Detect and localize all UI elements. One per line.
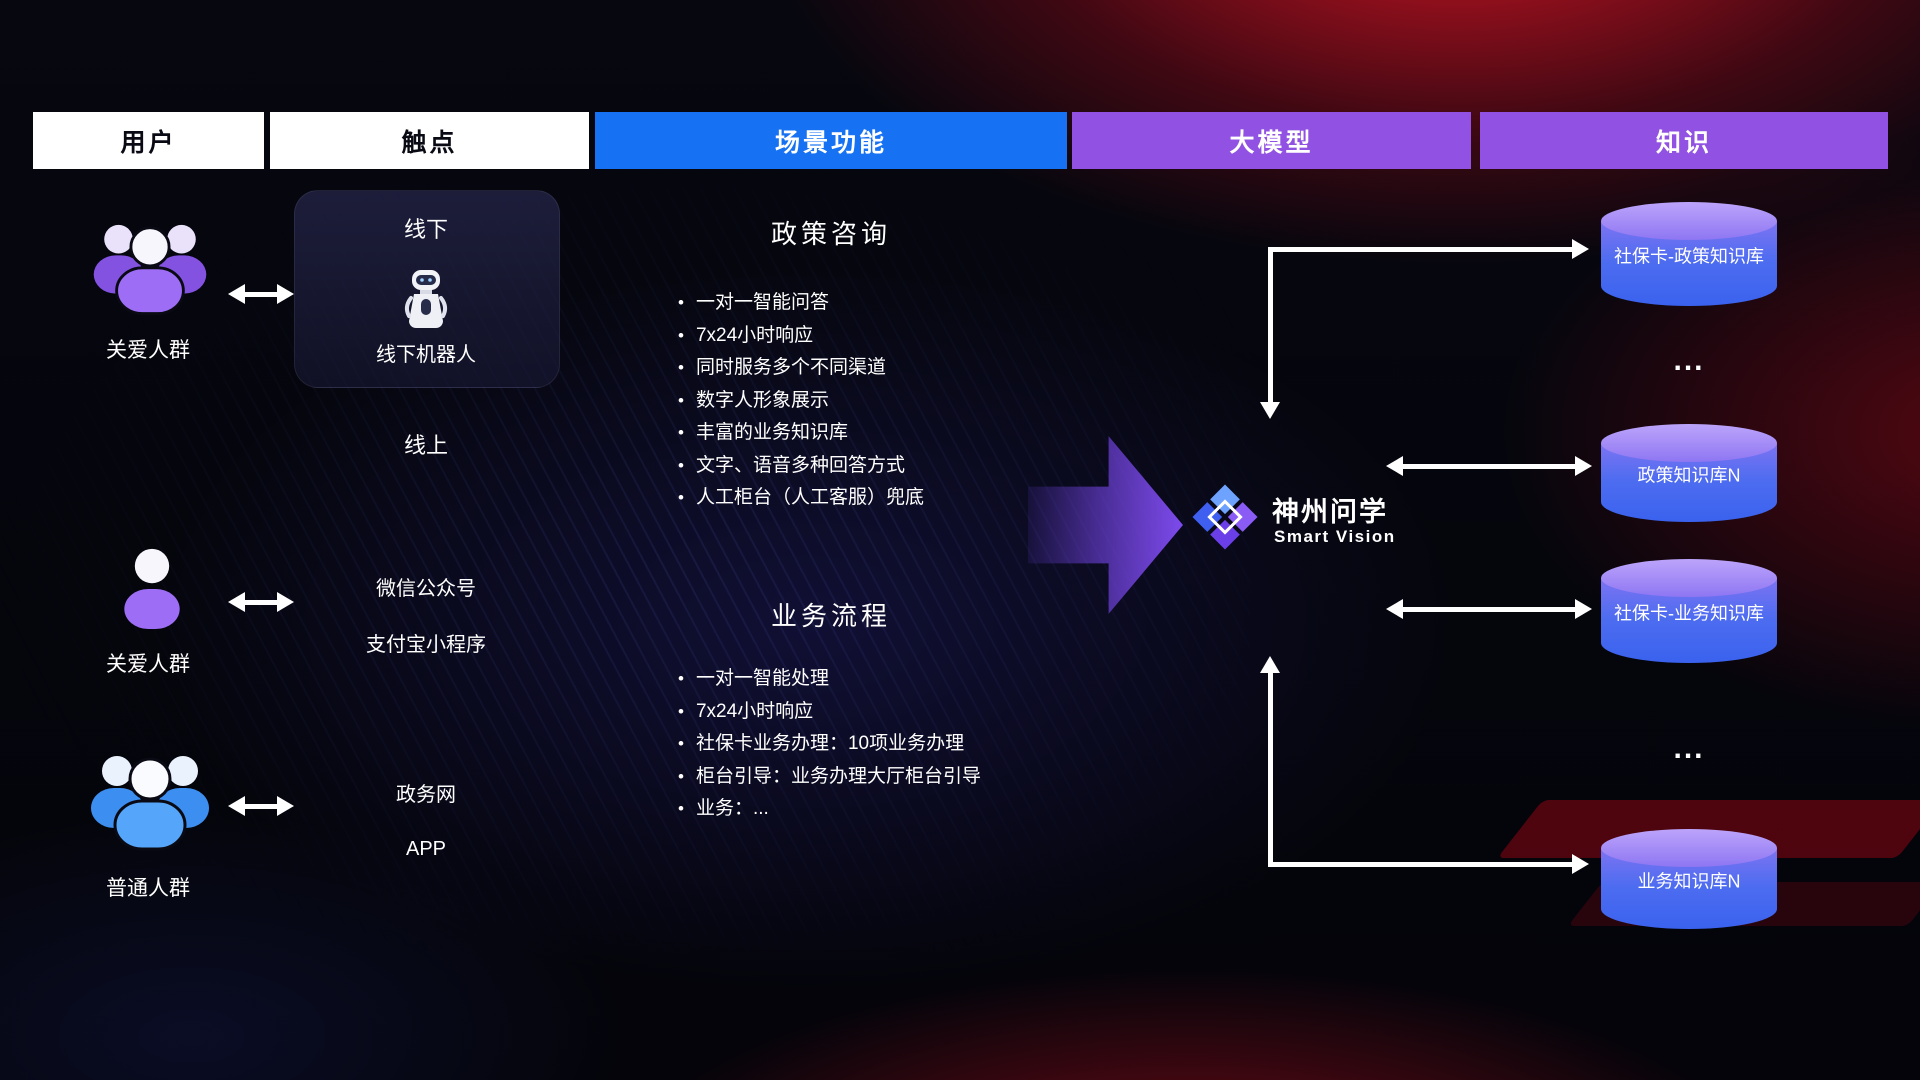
model-subtitle: Smart Vision <box>1274 527 1396 546</box>
robot-icon <box>400 268 452 337</box>
scenario-policy-title: 政策咨询 <box>770 219 891 249</box>
database-cylinder: 社保卡-业务知识库 <box>1601 559 1777 663</box>
user-group2-label: 普通人群 <box>106 877 190 900</box>
connector-line <box>1268 247 1273 402</box>
feature-item: 7x24小时响应 <box>678 325 1098 347</box>
database-cylinder: 业务知识库N <box>1601 829 1777 929</box>
feature-item: 一对一智能问答 <box>678 292 1098 314</box>
column-header-touchpoint: 触点 <box>270 112 589 169</box>
arrowhead-down-icon <box>1260 402 1280 419</box>
double-arrow-icon <box>228 282 294 306</box>
database-label: 社保卡-政策知识库 <box>1614 246 1764 267</box>
double-arrow-icon <box>228 590 294 614</box>
database-label: 政策知识库N <box>1637 465 1741 486</box>
feature-item: 7x24小时响应 <box>678 701 1098 723</box>
smart-vision-logo-icon <box>1190 482 1260 557</box>
touchpoint-app: APP <box>405 838 447 860</box>
ellipsis-separator: ... <box>1673 732 1705 765</box>
touchpoint-wechat: 微信公众号 <box>376 578 476 600</box>
database-label: 业务知识库N <box>1637 871 1741 892</box>
feature-item: 社保卡业务办理：10项业务办理 <box>678 733 1098 755</box>
arrowhead-up-icon <box>1260 656 1280 673</box>
touchpoint-alipay: 支付宝小程序 <box>366 634 486 656</box>
feature-item: 文字、语音多种回答方式 <box>678 455 1098 477</box>
feature-item: 业务：... <box>678 798 1098 820</box>
connector-line <box>1268 247 1572 252</box>
policy-feature-list: 一对一智能问答 7x24小时响应 同时服务多个不同渠道 数字人形象展示 丰富的业… <box>678 292 1098 520</box>
connector-line <box>1268 672 1273 864</box>
feature-item: 同时服务多个不同渠道 <box>678 357 1098 379</box>
database-cylinder: 社保卡-政策知识库 <box>1601 202 1777 306</box>
offline-title: 线下 <box>403 217 448 242</box>
feature-item: 数字人形象展示 <box>678 390 1098 412</box>
column-header-knowledge: 知识 <box>1480 112 1888 169</box>
double-arrow-icon <box>228 794 294 818</box>
double-arrow-icon <box>1386 454 1592 478</box>
group-users-purple-icon <box>88 212 212 321</box>
connector-line <box>1268 862 1572 867</box>
feature-item: 丰富的业务知识库 <box>678 422 1098 444</box>
arrowhead-right-icon <box>1572 239 1589 259</box>
online-title: 线上 <box>403 433 448 458</box>
single-user-purple-icon <box>118 546 186 635</box>
database-label: 社保卡-业务知识库 <box>1614 603 1764 624</box>
feature-item: 柜台引导：业务办理大厅柜台引导 <box>678 766 1098 788</box>
arrowhead-right-icon <box>1572 854 1589 874</box>
user-person-label: 关爱人群 <box>106 653 190 676</box>
column-header-model: 大模型 <box>1072 112 1471 169</box>
offline-robot-label: 线下机器人 <box>376 344 476 366</box>
database-cylinder: 政策知识库N <box>1601 424 1777 522</box>
model-name: 神州问学 <box>1272 497 1388 527</box>
double-arrow-icon <box>1386 597 1592 621</box>
touchpoint-govweb: 政务网 <box>396 784 456 806</box>
ellipsis-separator: ... <box>1673 344 1705 377</box>
column-header-user: 用户 <box>33 112 264 169</box>
feature-item: 人工柜台（人工客服）兜底 <box>678 487 1098 509</box>
feature-item: 一对一智能处理 <box>678 668 1098 690</box>
user-group1-label: 关爱人群 <box>106 339 190 362</box>
group-users-blue-icon <box>85 742 215 857</box>
scenario-business-title: 业务流程 <box>770 601 891 631</box>
column-header-scenario: 场景功能 <box>595 112 1067 169</box>
business-feature-list: 一对一智能处理 7x24小时响应 社保卡业务办理：10项业务办理 柜台引导：业务… <box>678 668 1098 831</box>
